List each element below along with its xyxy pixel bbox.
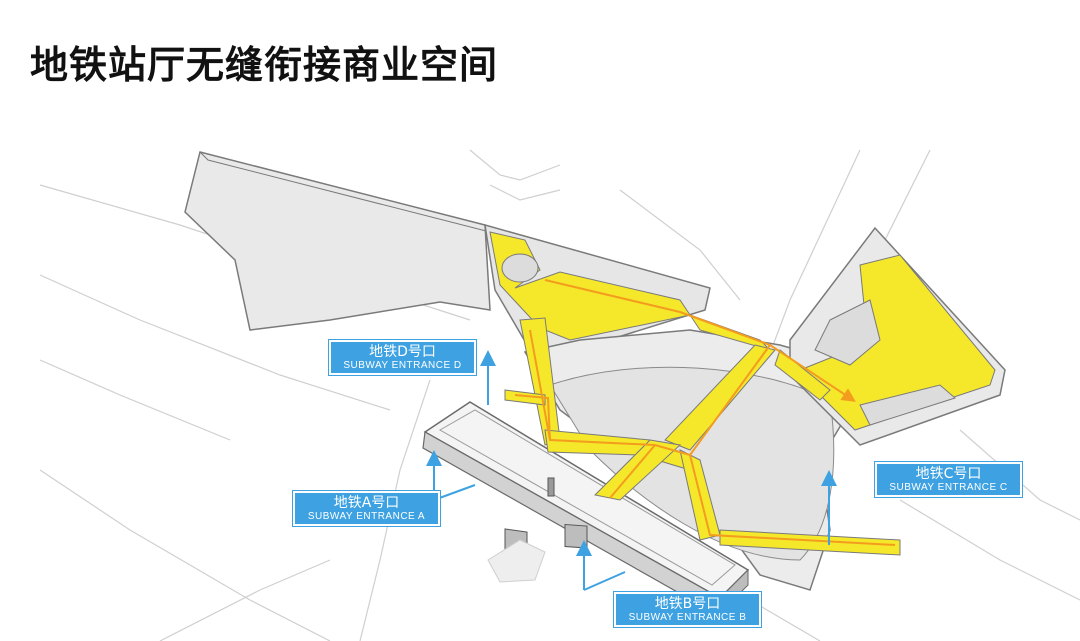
entrance-c-en: SUBWAY ENTRANCE C [889,482,1008,494]
entrance-d-cn: 地铁D号口 [369,344,436,360]
entrance-b-en: SUBWAY ENTRANCE B [628,612,747,624]
subway-entrance-a-label: 地铁A号口 SUBWAY ENTRANCE A [293,491,440,527]
subway-entrance-b-label: 地铁B号口 SUBWAY ENTRANCE B [614,592,761,628]
pedestrian-routes [514,279,896,546]
subway-entrance-d-label: 地铁D号口 SUBWAY ENTRANCE D [329,340,476,376]
entrance-d-en: SUBWAY ENTRANCE D [343,360,462,372]
entrance-b-cn: 地铁B号口 [654,596,721,612]
entrance-a-cn: 地铁A号口 [333,495,400,511]
page-title: 地铁站厅无缝衔接商业空间 [30,43,499,87]
entrance-a-en: SUBWAY ENTRANCE A [307,511,426,523]
subway-entrance-c-label: 地铁C号口 SUBWAY ENTRANCE C [875,462,1022,498]
landmark-pavilion [487,539,546,583]
connecting-corridors [504,314,901,556]
entrance-c-cn: 地铁C号口 [915,466,982,482]
block-northwest [184,151,491,331]
subway-station [422,401,750,617]
